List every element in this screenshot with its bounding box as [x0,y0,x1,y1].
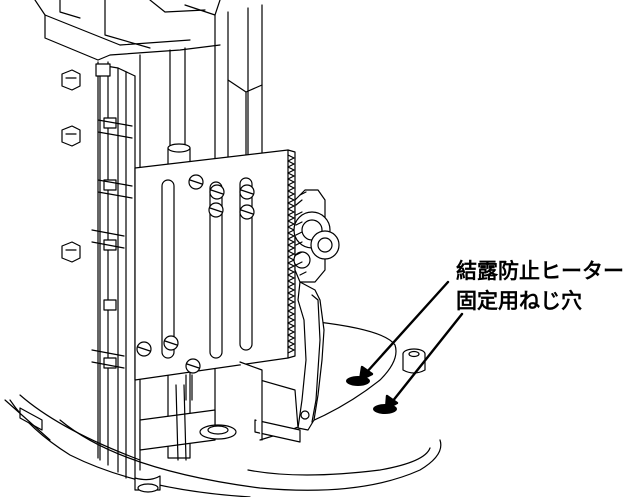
screw-head [239,184,255,200]
slotted-plate [134,149,296,381]
side-bracket [4,399,51,441]
top-frame [34,0,221,61]
callout-arrows [358,280,464,411]
left-nuts [61,69,81,263]
screw-head [136,341,152,357]
screw-head [209,184,225,200]
lower-stand [134,374,237,493]
screw-head [208,202,224,218]
gear-assembly [293,189,340,283]
standoff-post [402,348,426,374]
screw-head [239,204,255,220]
hex-nut [61,69,81,91]
callout-label-line-1: 結露防止ヒーター [456,259,624,283]
hex-nut [61,125,81,147]
screw-head [185,358,201,374]
screw-head [163,335,179,351]
plate-screws [136,174,255,374]
rail-clips [91,63,133,369]
screw-head [188,174,204,190]
hex-nut [61,241,81,263]
right-bracket [239,281,325,443]
callout-label-line-2: 固定用ねじ穴 [456,289,582,313]
